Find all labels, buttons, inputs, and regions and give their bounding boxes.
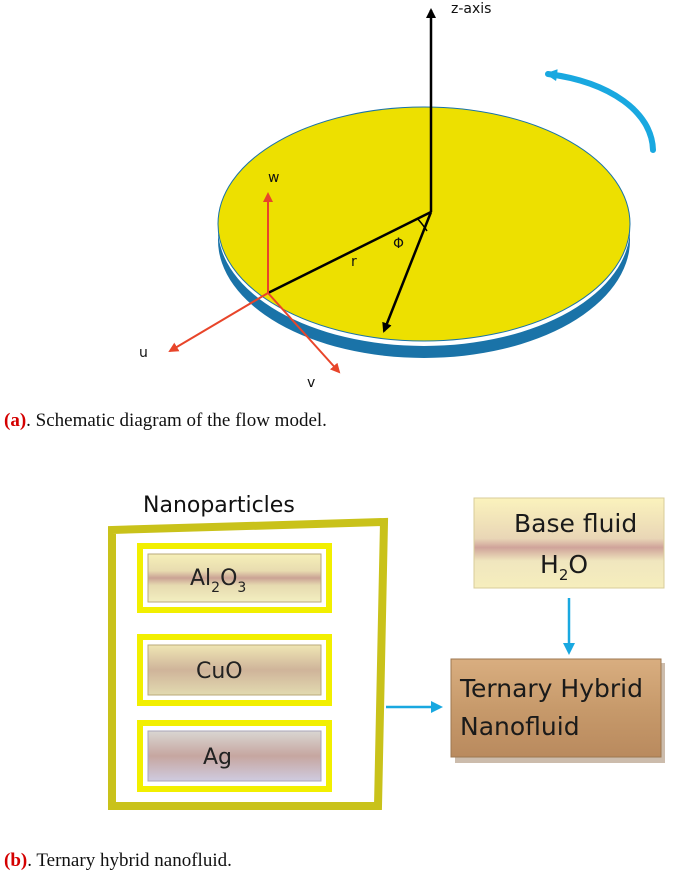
u-axis-arrow (168, 292, 269, 353)
cuo-box (147, 644, 322, 696)
v-label: v (307, 375, 315, 391)
ag-label: Ag (203, 745, 232, 770)
panel-a-diagram: z-axis r Φ w u v (139, 1, 656, 391)
ag-border (137, 720, 332, 792)
w-label: w (268, 170, 279, 186)
ag-box (147, 730, 322, 782)
phi-label: Φ (393, 236, 404, 252)
h2o-h: H (540, 550, 559, 579)
al2o3-border (137, 543, 332, 613)
al2o3-sub2: 2 (211, 580, 220, 596)
base-fluid-box (473, 497, 665, 589)
z-axis-label: z-axis (451, 1, 491, 17)
phi-arc (416, 217, 428, 232)
panel-b-diagram: Nanoparticles Al2O3 CuO Ag Base fluid H2… (108, 493, 665, 810)
rotation-arrow (545, 69, 656, 153)
u-label: u (139, 345, 148, 361)
caption-b-tag: (b) (4, 850, 27, 871)
caption-b-text: . Ternary hybrid nanofluid. (27, 850, 232, 871)
disk-top (217, 106, 631, 342)
radial-arrow (382, 211, 433, 333)
result-line1: Ternary Hybrid (459, 674, 643, 703)
al2o3-al: Al (190, 566, 211, 591)
h2o-label: H2O (540, 550, 588, 584)
v-axis-arrow (267, 292, 341, 374)
al2o3-label: Al2O3 (190, 566, 246, 596)
nanoparticles-frame (108, 517, 389, 810)
al2o3-sub3: 3 (237, 580, 246, 596)
r-label: r (351, 254, 357, 270)
caption-b: (b). Ternary hybrid nanofluid. (4, 850, 232, 871)
base-fluid-title: Base fluid (514, 509, 637, 538)
result-box (450, 658, 662, 758)
radius-line (267, 210, 432, 295)
nanoparticles-title: Nanoparticles (143, 493, 295, 518)
al2o3-o: O (220, 566, 237, 591)
result-line2: Nanofluid (460, 712, 580, 741)
cuo-label: CuO (196, 659, 243, 684)
h2o-o: O (568, 550, 588, 579)
caption-a-text: . Schematic diagram of the flow model. (26, 410, 327, 431)
caption-a-tag: (a) (4, 410, 26, 431)
al2o3-box (147, 553, 322, 603)
h2o-sub2: 2 (559, 566, 569, 584)
cuo-border (137, 634, 332, 706)
caption-a: (a). Schematic diagram of the flow model… (4, 410, 327, 431)
